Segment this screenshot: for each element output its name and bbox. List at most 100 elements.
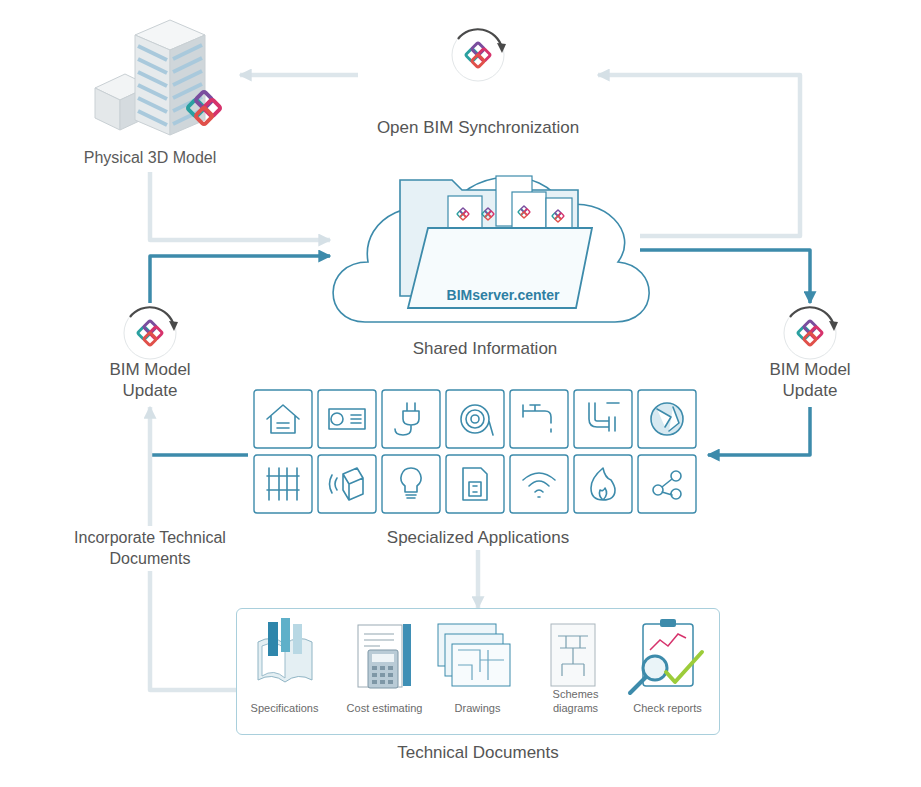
- app-tile: [638, 390, 696, 448]
- document-icons: [380, 680, 385, 684]
- flow-connector: [150, 172, 330, 240]
- document-icons: [388, 666, 393, 670]
- flow-connector: [708, 407, 810, 455]
- app-tile: [523, 473, 555, 497]
- document-icons: [268, 622, 278, 656]
- node-label: BIMserver.center: [447, 287, 560, 305]
- app-tile: [254, 455, 312, 513]
- building-illustration: [173, 71, 202, 85]
- app-tile: [574, 455, 632, 513]
- edge-label: Incorporate Technical Documents: [66, 526, 234, 572]
- document-item: Schemes diagrams: [532, 614, 620, 730]
- document-icons: [630, 677, 646, 693]
- flow-connector: [150, 407, 248, 455]
- sync-step: Open BIM Synchronization: [358, 22, 598, 142]
- app-tile: [318, 455, 376, 513]
- building-illustration: [138, 85, 167, 99]
- node-label: Technical Documents: [397, 742, 559, 763]
- update-step: BIM Model Update: [740, 303, 880, 407]
- document-icons: [372, 666, 377, 670]
- app-tile: [382, 455, 440, 513]
- app-tile: [638, 390, 696, 448]
- app-tile: [318, 390, 376, 448]
- app-tile: [318, 455, 376, 513]
- application-tiles: [254, 390, 696, 513]
- document-item: Drawings: [435, 614, 521, 730]
- app-tile: [382, 390, 440, 448]
- building-illustration: [173, 58, 202, 72]
- app-tile: [463, 468, 487, 500]
- node-label: BIM Model Update: [754, 359, 866, 402]
- node-label: Specialized Applications: [387, 527, 569, 548]
- node-label: Drawings: [455, 702, 501, 716]
- document-icons: [364, 634, 394, 646]
- node-label: BIM Model Update: [94, 359, 206, 402]
- shared-cloud: BIMserver.centerShared Information: [330, 165, 640, 363]
- flow-connector: [598, 75, 800, 236]
- app-tile: [638, 455, 696, 513]
- node-label: Physical 3D Model: [84, 148, 217, 168]
- app-tile: [267, 468, 299, 500]
- app-tile: [446, 455, 504, 513]
- document-icons: [388, 673, 393, 677]
- flow-connector: [150, 256, 330, 303]
- document-icons: [380, 673, 385, 677]
- document-icons: [372, 673, 377, 677]
- app-tile: [330, 468, 364, 500]
- app-tile: [653, 471, 681, 499]
- app-tile: [589, 403, 619, 431]
- flow-connector: [640, 250, 810, 303]
- node-label: Check reports: [633, 702, 701, 716]
- document-icons: [458, 650, 504, 680]
- app-tile: [591, 468, 615, 500]
- app-tile: [318, 390, 376, 448]
- app-tile: [401, 468, 421, 498]
- app-tile: [638, 455, 696, 513]
- cloud-illustration: [457, 208, 469, 220]
- app-tile: [267, 405, 299, 433]
- building-illustration: [138, 72, 167, 86]
- app-tile: [523, 405, 551, 432]
- node-label: Cost estimating: [347, 702, 423, 716]
- building-illustration: [95, 88, 120, 130]
- document-icons: [258, 618, 702, 693]
- node-label: Open BIM Synchronization: [377, 117, 579, 138]
- building-illustration: [138, 59, 167, 73]
- app-tile: [382, 455, 440, 513]
- building-illustration: [95, 20, 221, 135]
- building-illustration: [138, 98, 167, 112]
- app-tile: [254, 390, 312, 448]
- document-icons: [372, 680, 377, 684]
- document-icons: [551, 624, 595, 686]
- update-step: BIM Model Update: [80, 303, 220, 407]
- cloud-illustration: [552, 210, 564, 222]
- sync-icon: [452, 29, 506, 81]
- sync-icon: [784, 307, 838, 359]
- cloud-illustration: [408, 228, 592, 308]
- app-tile: [510, 455, 568, 513]
- app-tile: [574, 390, 632, 448]
- flow-connector: [240, 73, 358, 78]
- document-icons: [558, 636, 588, 676]
- cloud-illustration: [333, 176, 649, 322]
- app-tile: [510, 390, 568, 448]
- app-tile: [510, 390, 568, 448]
- app-tile: [446, 390, 504, 448]
- app-tile: [461, 405, 493, 435]
- document-item: Specifications: [242, 614, 328, 730]
- document-icons: [372, 666, 393, 684]
- app-tile: [329, 409, 365, 429]
- document-icons: [650, 634, 686, 650]
- building-illustration: [187, 91, 221, 125]
- node-label: Shared Information: [413, 338, 558, 359]
- cloud-illustration: [482, 208, 494, 220]
- applications-panel: Specialized Applications: [248, 384, 708, 550]
- cloud-illustration: [518, 206, 530, 218]
- building-illustration: [135, 35, 170, 135]
- app-tile: [446, 390, 504, 448]
- flow-connector: [476, 550, 481, 608]
- app-tile: [446, 455, 504, 513]
- app-tile: [254, 455, 312, 513]
